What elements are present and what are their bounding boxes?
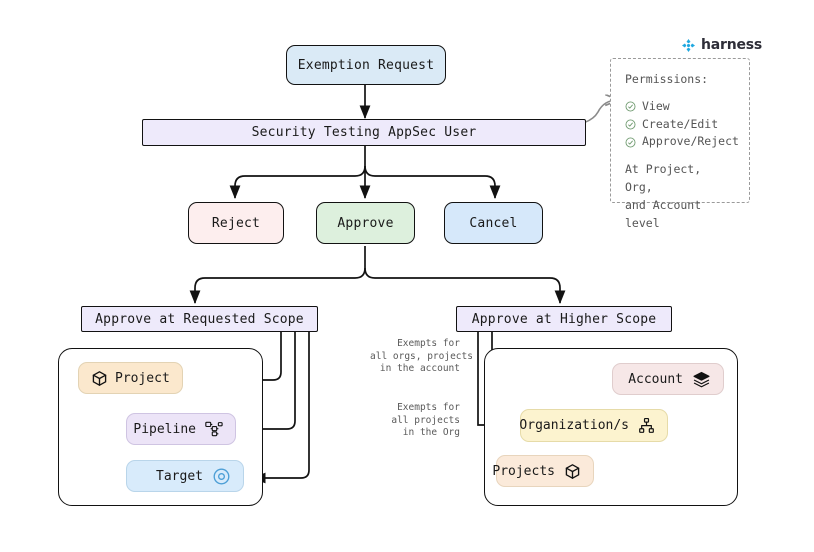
leaf-projects-label: Projects	[492, 463, 555, 479]
check-circle-icon	[625, 119, 636, 130]
pipeline-icon	[205, 421, 223, 437]
node-approve-higher-scope[interactable]: Approve at Higher Scope	[456, 306, 672, 332]
node-security-testing-appsec-user[interactable]: Security Testing AppSec User	[142, 119, 586, 146]
leaf-pipeline[interactable]: Pipeline	[126, 413, 236, 445]
node-exemption-request-label: Exemption Request	[297, 57, 435, 73]
leaf-project[interactable]: Project	[78, 362, 183, 394]
leaf-organizations-label: Organization/s	[519, 418, 629, 433]
layers-icon	[692, 370, 711, 389]
permissions-footer-line1: At Project, Org,	[625, 162, 702, 195]
node-reject-label: Reject	[211, 215, 261, 231]
leaf-account[interactable]: Account	[612, 363, 724, 395]
permission-item-view-label: View	[642, 98, 670, 113]
permission-item-view: View	[625, 98, 735, 116]
node-exemption-request[interactable]: Exemption Request	[286, 45, 446, 85]
leaf-pipeline-label: Pipeline	[133, 421, 196, 437]
node-approve-requested-scope[interactable]: Approve at Requested Scope	[81, 306, 318, 332]
node-reject[interactable]: Reject	[188, 202, 284, 244]
node-security-testing-appsec-user-label: Security Testing AppSec User	[251, 125, 477, 140]
edge-label-org-exempt: Exempts for all projects in the Org	[391, 402, 460, 439]
permissions-title: Permissions:	[625, 72, 709, 86]
harness-wordmark: harness	[701, 37, 763, 53]
permission-item-approve-reject: Approve/Reject	[625, 133, 739, 151]
leaf-target[interactable]: Target	[126, 460, 244, 492]
permission-item-approve-reject-label: Approve/Reject	[642, 134, 739, 149]
permission-item-create-edit-label: Create/Edit	[642, 116, 719, 131]
check-circle-icon	[625, 137, 636, 148]
cube-icon	[91, 370, 108, 387]
node-approve-requested-scope-label: Approve at Requested Scope	[95, 311, 304, 327]
node-approve-label: Approve	[337, 215, 394, 231]
edge-label-account-exempt: Exempts for all orgs, projects in the ac…	[370, 338, 473, 375]
leaf-projects[interactable]: Projects	[492, 455, 594, 487]
harness-logo: harness	[681, 37, 762, 53]
permissions-panel: Permissions: View Create/Edit	[610, 58, 750, 230]
check-circle-icon	[625, 101, 636, 112]
cube-icon	[564, 463, 581, 480]
node-approve[interactable]: Approve	[316, 202, 415, 244]
orgchart-icon	[638, 417, 655, 434]
harness-mark-icon	[681, 38, 696, 53]
leaf-account-label: Account	[628, 371, 683, 387]
leaf-target-label: Target	[156, 468, 203, 484]
leaf-project-label: Project	[115, 370, 170, 386]
permission-item-create-edit: Create/Edit	[625, 116, 735, 134]
node-approve-higher-scope-label: Approve at Higher Scope	[471, 311, 657, 327]
permissions-footer-line2: and Account level	[625, 197, 702, 230]
node-cancel[interactable]: Cancel	[444, 202, 543, 244]
leaf-organizations[interactable]: Organization/s	[519, 409, 668, 442]
node-cancel-label: Cancel	[469, 215, 518, 231]
target-icon	[212, 467, 231, 486]
